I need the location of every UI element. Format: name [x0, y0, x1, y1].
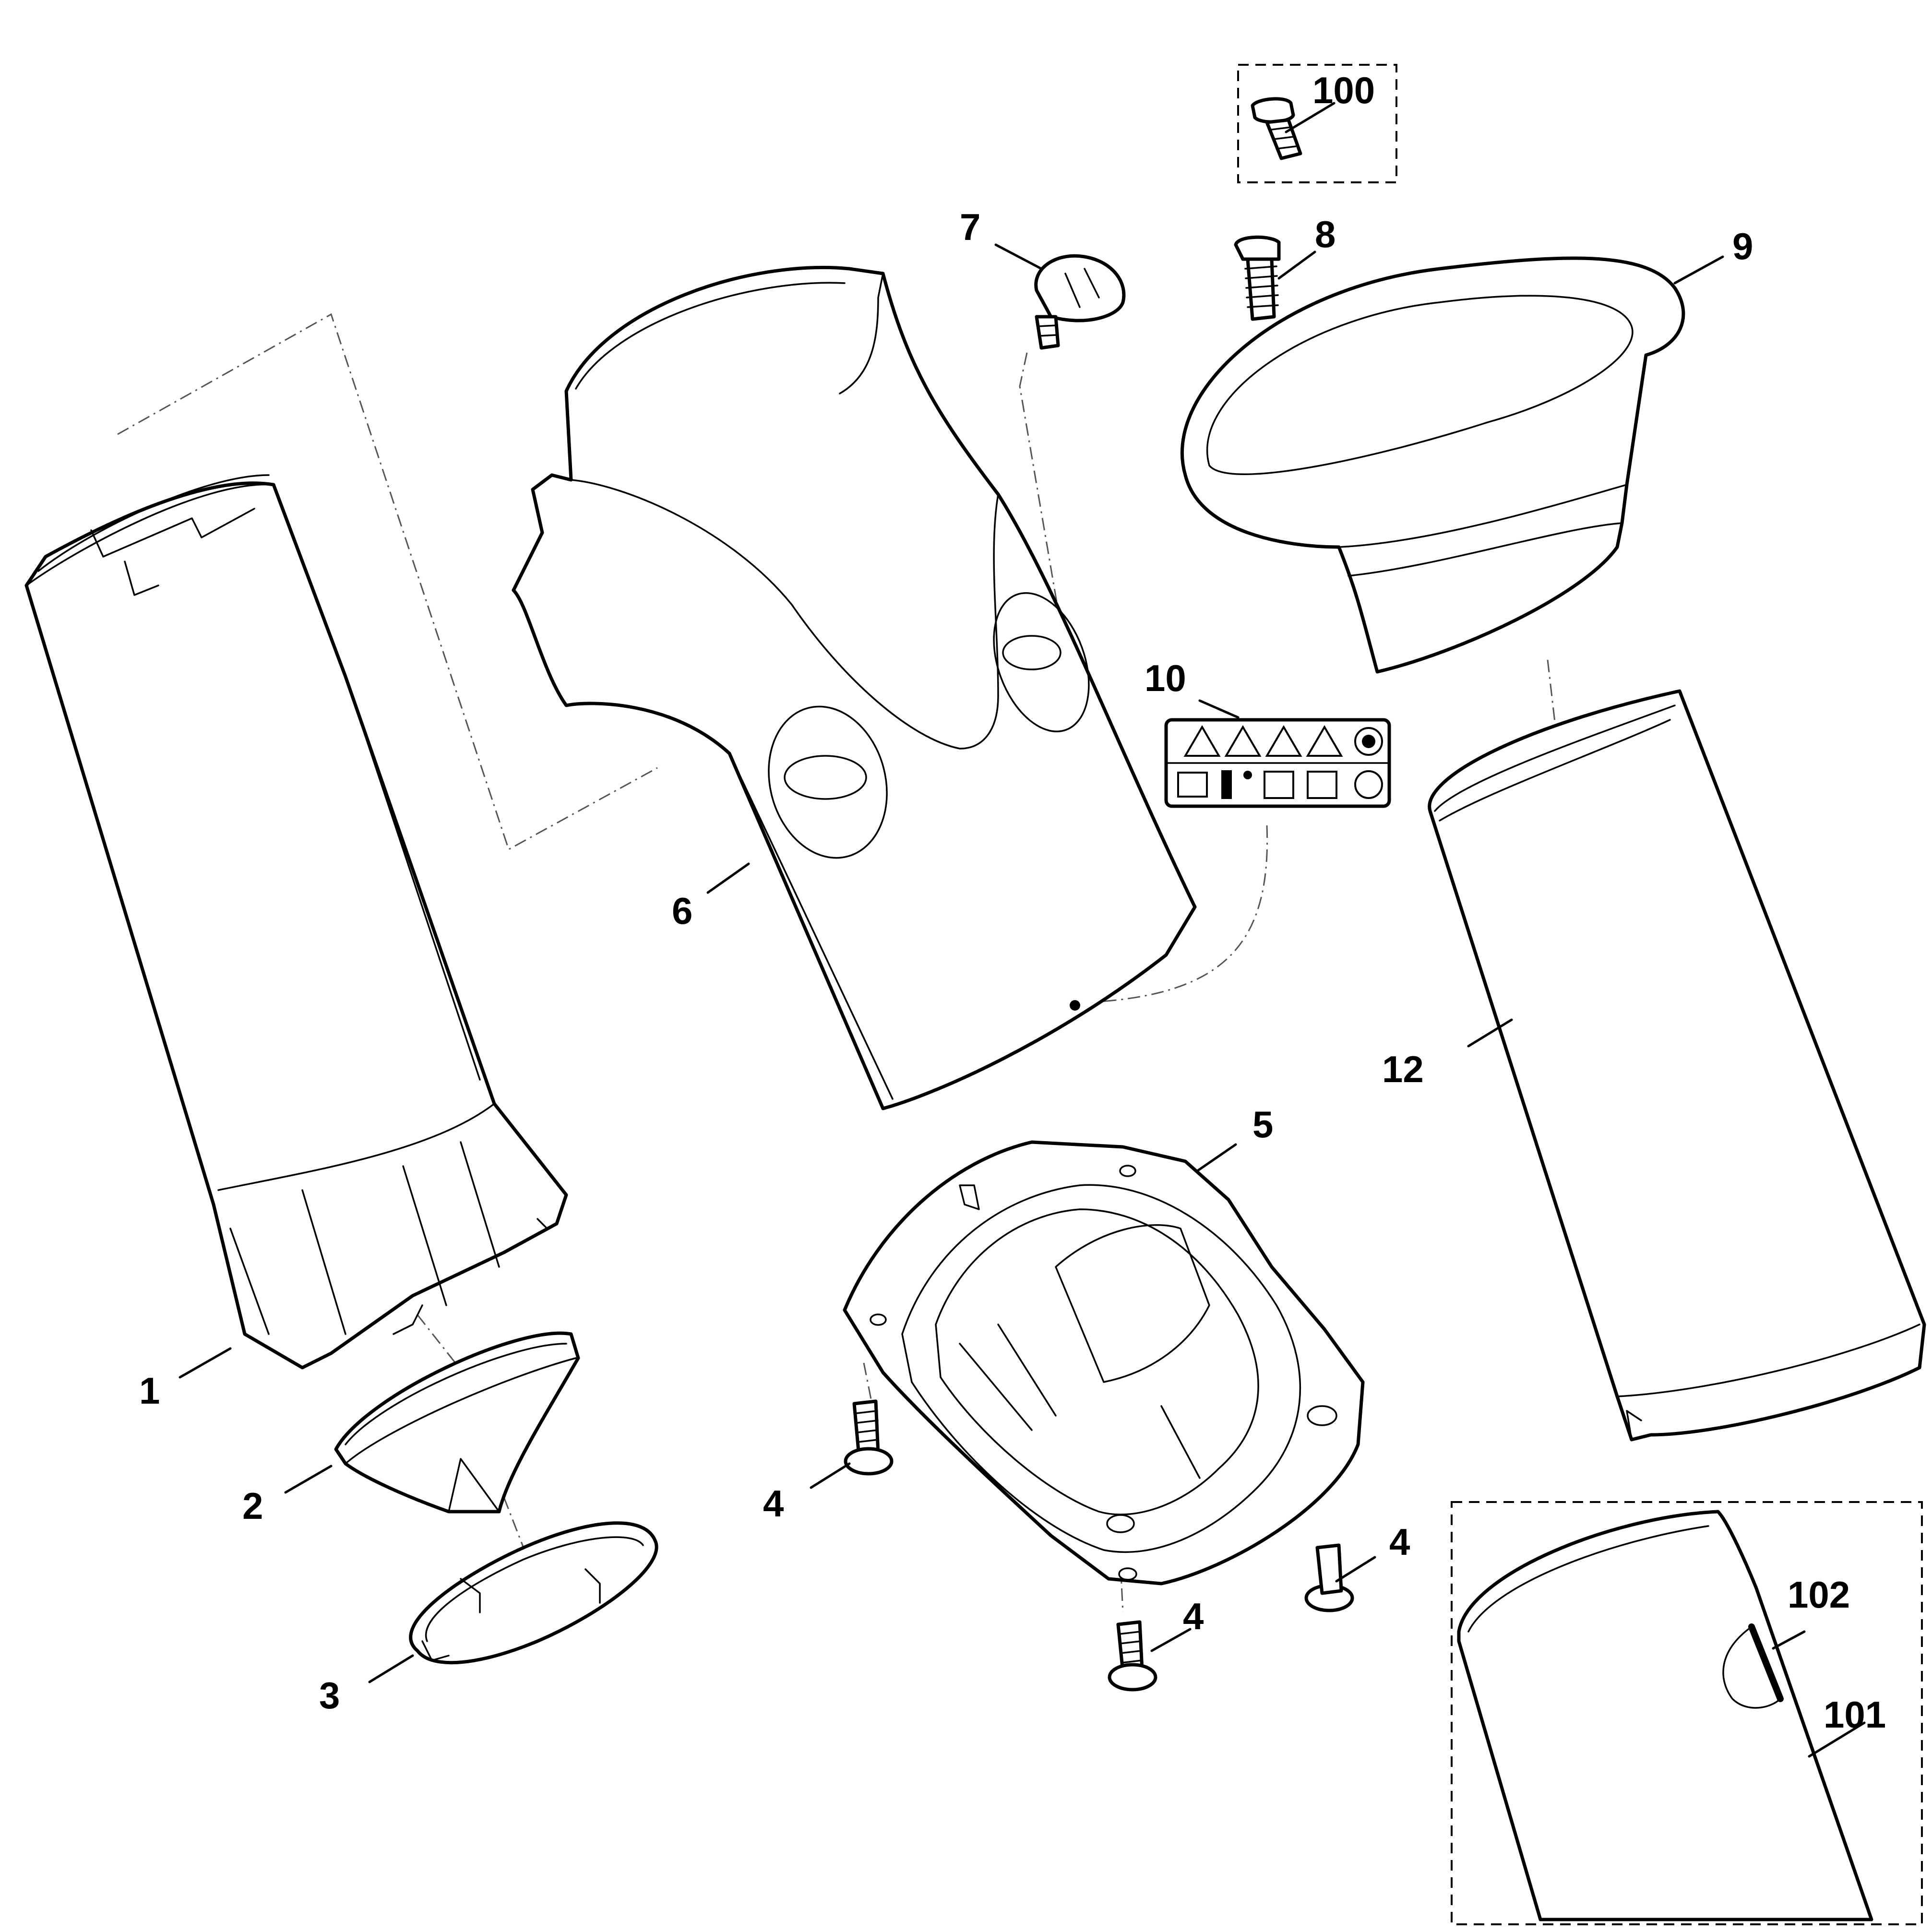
callout-1: 1	[139, 1370, 160, 1412]
callout-labels: 1 2 3 4 4 4 5 6 7 8 9 10 12 100 101 102	[139, 69, 1886, 1736]
part-7-knob	[1034, 254, 1126, 350]
callout-8: 8	[1315, 213, 1336, 255]
part-1-blower-tube	[24, 474, 568, 1370]
instruction-pictograms	[1177, 770, 1383, 799]
part-12-bag-tube	[1428, 689, 1926, 1442]
callout-102: 102	[1788, 1574, 1850, 1616]
callout-4-right: 4	[1389, 1521, 1410, 1563]
part-10-warning-label	[1164, 718, 1391, 808]
callout-2: 2	[242, 1485, 263, 1527]
leader-lines	[179, 102, 1866, 1758]
callout-3: 3	[319, 1674, 340, 1717]
part-100-bolt	[1237, 64, 1397, 183]
part-6-upper-housing	[512, 266, 1197, 1110]
part-2-cone	[334, 1331, 580, 1514]
callout-5: 5	[1252, 1103, 1273, 1145]
part-4-screw-a	[844, 1399, 894, 1476]
callout-6: 6	[672, 890, 692, 932]
part-4-screw-c	[1108, 1620, 1157, 1692]
part-3-clamp-ring	[409, 1521, 658, 1665]
callout-101: 101	[1824, 1693, 1886, 1736]
part-9-collar	[1181, 256, 1685, 674]
callout-4-bottom: 4	[1183, 1595, 1204, 1637]
part-5-housing-base	[843, 1140, 1365, 1586]
callout-9: 9	[1732, 225, 1753, 267]
part-8-screw	[1234, 235, 1281, 321]
callout-12: 12	[1382, 1048, 1424, 1090]
callout-10: 10	[1145, 657, 1186, 699]
callout-100: 100	[1312, 69, 1375, 111]
callout-4-left: 4	[763, 1482, 784, 1525]
part-101-102-bag-detail	[1451, 1501, 1923, 1925]
warning-triangle-icons	[1183, 725, 1383, 757]
callout-7: 7	[960, 206, 980, 248]
